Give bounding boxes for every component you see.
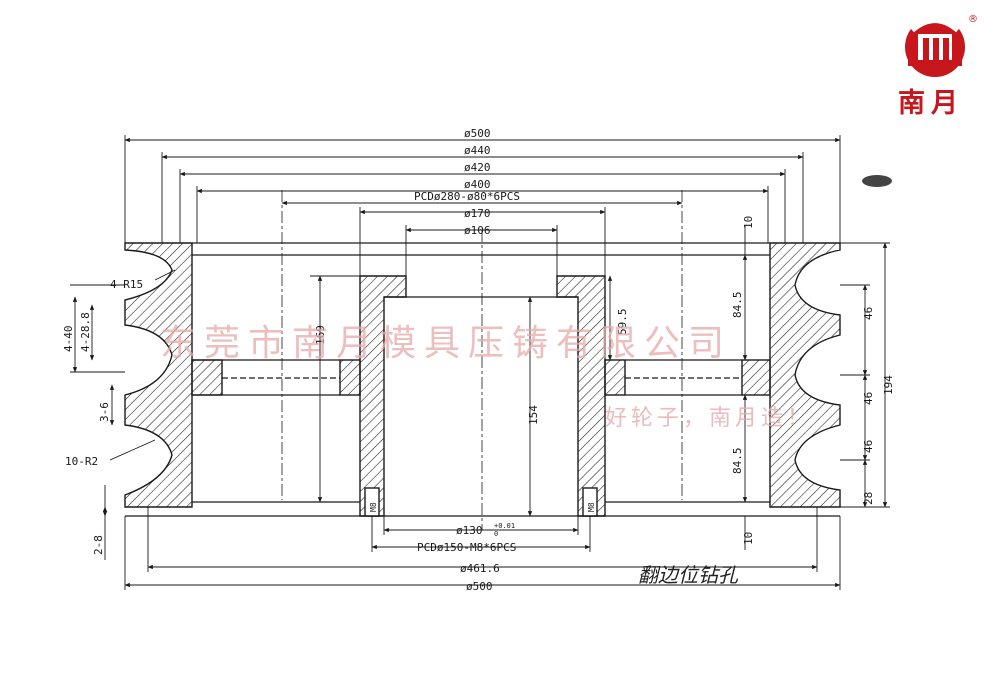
dim-r2: 10-R2 (65, 455, 98, 468)
watermark-company: 东莞市南月模具压铸有限公司 (160, 323, 732, 364)
dim-h169: 169 (314, 325, 327, 345)
centerlines (281, 190, 683, 530)
dim-h28: 28 (862, 492, 875, 505)
dim-pcd-bottom: PCDø150-M8*6PCS (417, 541, 516, 554)
top-dimensions (124, 135, 841, 276)
m8-right-label: M8 (587, 502, 596, 512)
body-outline (125, 242, 840, 517)
m8-left-label: M8 (369, 502, 378, 512)
dim-3-6: 3-6 (98, 402, 111, 422)
dim-d130-tol-upper: +0.01 (494, 522, 515, 530)
handwritten-note: 翻边位钻孔 (638, 563, 739, 587)
right-web (741, 359, 771, 396)
ink-blot (862, 175, 892, 187)
dim-h84-5-top: 84.5 (731, 292, 744, 319)
dim-t10-top: 10 (742, 216, 755, 229)
hub-left (359, 275, 407, 517)
bottom-dimensions (124, 507, 841, 590)
right-web-inner (604, 359, 626, 396)
dim-d461-6: ø461.6 (460, 562, 500, 575)
dim-h194: 194 (882, 375, 895, 395)
dim-d500-bottom: ø500 (466, 580, 493, 593)
dim-pcd-top: PCDø280-ø80*6PCS (414, 190, 520, 203)
registered-mark: ® (968, 14, 978, 25)
logo-text: 南月 (898, 88, 964, 119)
dim-d106: ø106 (464, 224, 491, 237)
dim-h154: 154 (527, 405, 540, 425)
left-web (191, 359, 223, 396)
pulley-section (124, 242, 841, 517)
right-rim (769, 242, 841, 508)
dim-2-8: 2-8 (92, 535, 105, 555)
vertical-dimensions (70, 225, 890, 560)
dim-h84-5-bottom: 84.5 (731, 448, 744, 475)
dim-pitch-46-a: 46 (862, 307, 875, 320)
dim-d440: ø440 (464, 144, 491, 157)
dim-t10-bottom: 10 (742, 532, 755, 545)
dim-r15: 4-R15 (110, 278, 143, 291)
left-web-inner (339, 359, 361, 396)
dim-h59-5: 59.5 (616, 309, 629, 336)
watermark-slogan: 好轮子，南月造！ (605, 406, 813, 431)
dim-d170: ø170 (464, 207, 491, 220)
dim-4-40: 4-40 (62, 326, 75, 353)
dim-d500-top: ø500 (464, 127, 491, 140)
dim-d420: ø420 (464, 161, 491, 174)
dim-pitch-46-c: 46 (862, 440, 875, 453)
dim-d130: ø130 (456, 524, 483, 537)
left-rim (124, 242, 193, 508)
dim-pitch-46-b: 46 (862, 392, 875, 405)
dim-d400: ø400 (464, 178, 491, 191)
dim-4-28-8: 4-28.8 (79, 312, 92, 352)
dim-d130-tol-lower: 0 (494, 530, 498, 538)
brand-logo: ® 南月 (898, 14, 978, 119)
hub-right (556, 275, 606, 517)
